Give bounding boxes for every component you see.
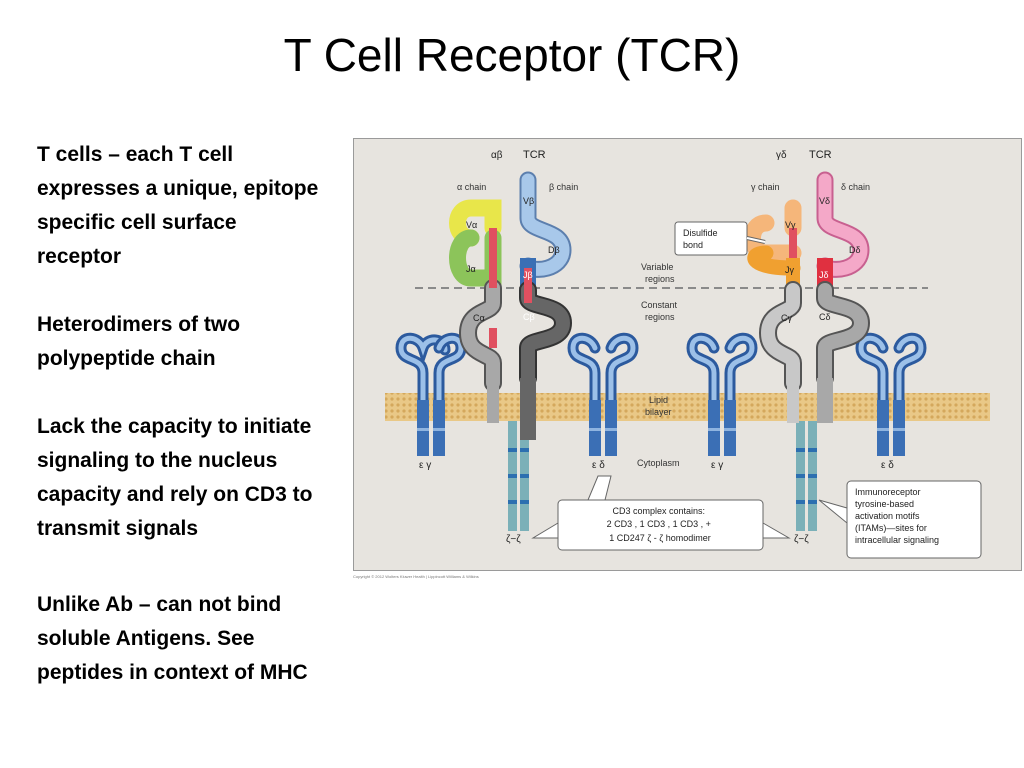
jd-label: Jδ	[819, 270, 829, 280]
bullet-antigens: Unlike Ab – can not bind soluble Antigen…	[37, 593, 308, 684]
gamma-chain-label: γ chain	[751, 182, 780, 192]
eg-label-right: ε γ	[711, 460, 723, 471]
bullet-signaling: Lack the capacity to initiate signaling …	[37, 415, 313, 540]
cd3-eg-right	[686, 332, 758, 456]
zeta-dimer-right	[796, 421, 817, 531]
ed-label-left: ε δ	[592, 460, 605, 471]
vd-label: Vδ	[819, 196, 830, 206]
page-title: T Cell Receptor (TCR)	[283, 29, 741, 81]
disulfide-label: Disulfide bond	[683, 228, 720, 250]
alpha-chain-label: α chain	[457, 182, 486, 192]
cd3-callout	[531, 475, 791, 551]
constant-regions-label: Constant regions	[641, 300, 680, 322]
dd-label: Dδ	[849, 245, 861, 255]
beta-chain-label: β chain	[549, 182, 578, 192]
ja-label: Jα	[466, 264, 476, 274]
jg-label: Jγ	[785, 265, 795, 275]
cb-label: Cβ	[523, 312, 535, 322]
cd3-eg-left	[395, 332, 467, 456]
delta-chain	[816, 171, 871, 423]
cd3-ed-right	[855, 332, 927, 456]
vb-label: Vβ	[523, 196, 534, 206]
cd-label: Cδ	[819, 312, 831, 322]
gd-header: γδ	[776, 150, 787, 161]
ed-label-right: ε δ	[881, 460, 894, 471]
delta-chain-label: δ chain	[841, 182, 870, 192]
jb-label: Jβ	[523, 270, 533, 280]
itam-callout-text: Immunoreceptor tyrosine-based activation…	[855, 487, 939, 545]
lipid-bilayer	[385, 393, 990, 421]
db-label: Dβ	[548, 245, 560, 255]
cd3-callout-text: CD3 complex contains: 2 CD3 , 1 CD3 , 1 …	[607, 506, 714, 543]
alpha-chain	[449, 199, 502, 423]
cg-label: Cγ	[781, 313, 792, 323]
zeta-dimer-left	[508, 421, 529, 531]
eg-label-left: ε γ	[419, 460, 431, 471]
lipid-bilayer-label: Lipid bilayer	[645, 395, 672, 417]
zeta-label-left: ζ−ζ	[506, 534, 521, 545]
itam-callout	[818, 480, 982, 559]
ab-tcr-label: TCR	[523, 149, 546, 161]
ab-header: αβ	[491, 150, 503, 161]
vg-label: Vγ	[785, 220, 796, 230]
zeta-label-right: ζ−ζ	[794, 534, 809, 545]
beta-chain	[519, 171, 573, 440]
cd3-ed-left	[567, 332, 639, 456]
ca-label: Cα	[473, 313, 485, 323]
disulfide-callout	[674, 221, 766, 256]
va-label: Vα	[466, 220, 477, 230]
copyright-note: Copyright © 2012 Wolters Kluwer Health |…	[353, 574, 479, 579]
tcr-diagram: αβ TCR γδ TCR α chain β chain γ chain δ …	[353, 138, 1022, 571]
bullet-list: T cells – each T cell expresses a unique…	[37, 138, 322, 684]
gd-tcr-label: TCR	[809, 149, 832, 161]
bullet-tcells: T cells – each T cell expresses a unique…	[37, 143, 319, 268]
variable-regions-label: Variable regions	[641, 262, 676, 284]
cytoplasm-label: Cytoplasm	[637, 458, 680, 468]
bullet-heterodimers: Heterodimers of two polypeptide chain	[37, 313, 241, 370]
